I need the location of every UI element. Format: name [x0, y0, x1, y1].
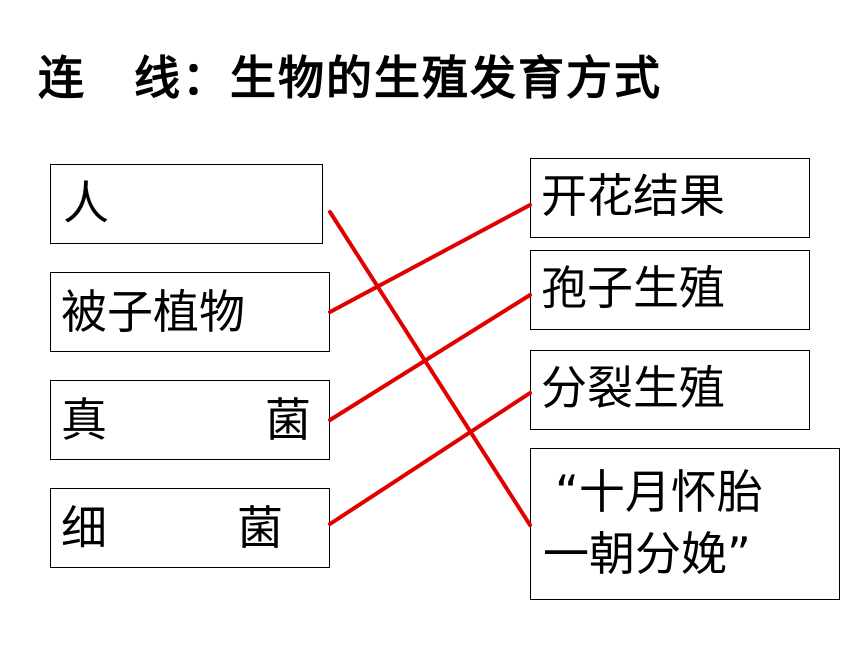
- right-box-flowering[interactable]: 开花结果: [530, 158, 810, 238]
- connection-line: [328, 203, 532, 314]
- right-box-label: 孢子生殖: [541, 261, 725, 315]
- right-box-fission[interactable]: 分裂生殖: [530, 350, 810, 430]
- left-box-label-a: 真: [61, 393, 107, 447]
- page-title: 连 线：生物的生殖发育方式: [38, 51, 662, 105]
- right-box-line1: “十月怀胎: [555, 465, 763, 519]
- left-box-angiosperm[interactable]: 被子植物: [50, 272, 330, 352]
- right-box-label: 分裂生殖: [541, 361, 725, 415]
- left-box-person[interactable]: 人: [50, 164, 323, 244]
- left-box-label: 被子植物: [61, 285, 245, 339]
- left-box-label-b: 菌: [237, 501, 283, 555]
- connection-line: [328, 210, 532, 527]
- left-box-label-a: 细: [61, 501, 107, 555]
- left-box-label-b: 菌: [265, 393, 311, 447]
- right-box-spore[interactable]: 孢子生殖: [530, 250, 810, 330]
- left-box-label: 人: [63, 176, 109, 230]
- right-box-label: 开花结果: [541, 169, 725, 223]
- left-box-bacteria[interactable]: 细 菌: [50, 488, 330, 568]
- left-box-fungi[interactable]: 真 菌: [50, 380, 330, 460]
- connection-line: [328, 293, 532, 422]
- right-box-line2: 一朝分娩”: [543, 527, 751, 581]
- connection-line: [328, 391, 532, 526]
- right-box-pregnancy[interactable]: “十月怀胎 一朝分娩”: [530, 448, 840, 600]
